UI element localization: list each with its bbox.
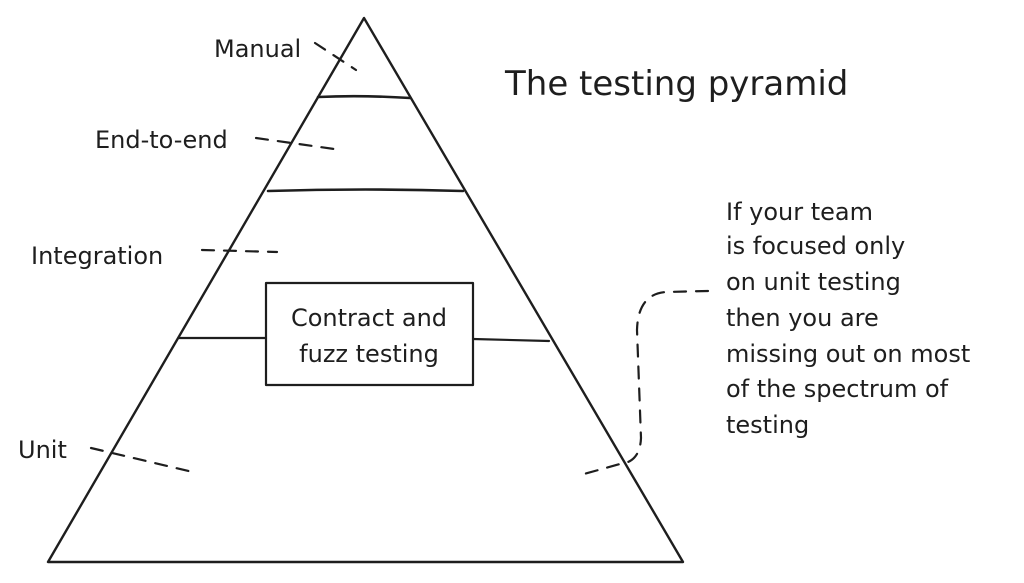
contract-fuzz-line-2: fuzz testing bbox=[299, 340, 439, 368]
note-line-6: of the spectrum of bbox=[726, 375, 949, 403]
note-line-3: on unit testing bbox=[726, 268, 901, 296]
end-to-end-label: End-to-end bbox=[95, 126, 228, 154]
contract-fuzz-box: Contract and fuzz testing bbox=[264, 281, 475, 387]
note-connector bbox=[582, 289, 710, 476]
integration-pointer bbox=[200, 248, 279, 254]
contract-divider-right bbox=[471, 337, 551, 343]
note-line-7: testing bbox=[726, 411, 809, 439]
unit-pointer bbox=[89, 446, 199, 475]
side-note: If your team is focused only on unit tes… bbox=[726, 198, 970, 439]
diagram-title: The testing pyramid bbox=[504, 64, 848, 104]
note-line-5: missing out on most bbox=[726, 340, 970, 368]
unit-label: Unit bbox=[18, 436, 67, 464]
end-to-end-pointer bbox=[254, 136, 336, 151]
manual-label: Manual bbox=[214, 35, 301, 63]
note-line-4: then you are bbox=[726, 304, 879, 332]
manual-pointer bbox=[313, 41, 358, 72]
integration-label: Integration bbox=[31, 242, 163, 270]
note-line-1: If your team bbox=[726, 198, 873, 226]
end-to-end-divider bbox=[266, 188, 465, 193]
pyramid bbox=[46, 16, 685, 564]
note-line-2: is focused only bbox=[726, 232, 905, 260]
contract-fuzz-line-1: Contract and bbox=[291, 304, 447, 332]
contract-fuzz-box-frame bbox=[264, 281, 475, 387]
manual-divider bbox=[316, 94, 412, 100]
pyramid-outline bbox=[46, 16, 685, 564]
